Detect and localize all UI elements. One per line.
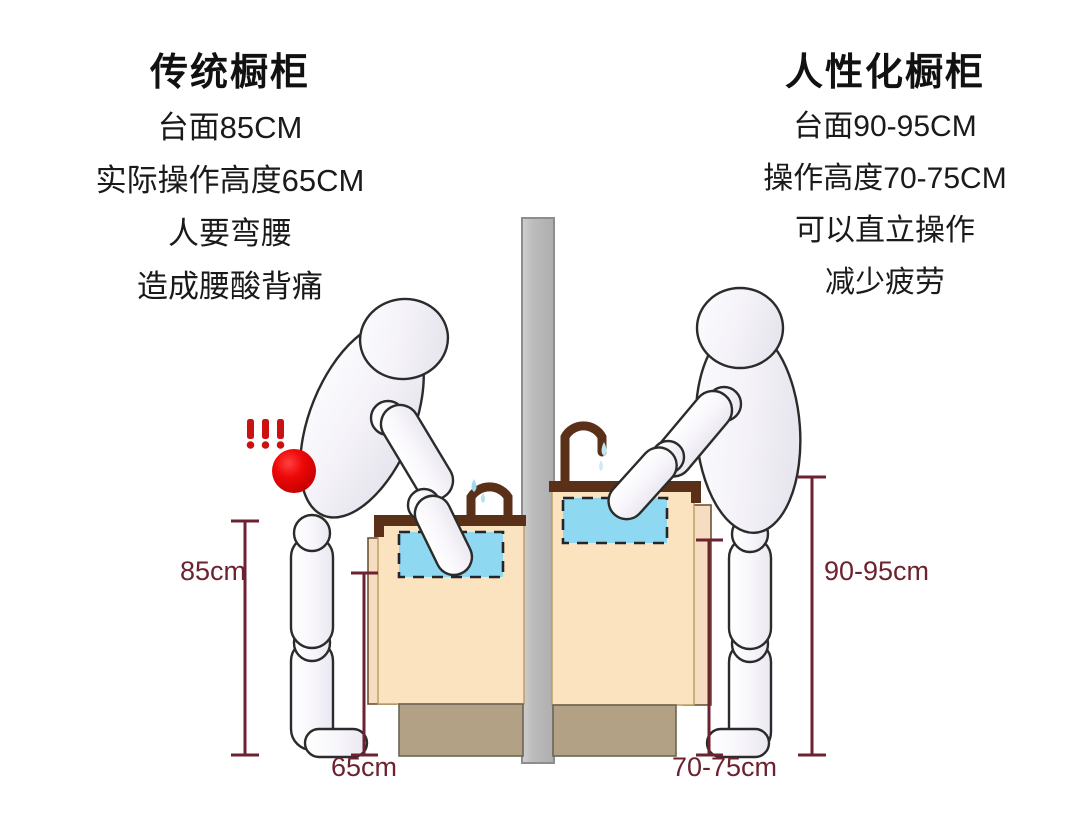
- left-figure-head: [358, 297, 450, 381]
- right-countertop-lip: [691, 481, 701, 503]
- left-figure-mannequin: [272, 297, 474, 759]
- dimension-label-right-working: 70-75cm: [672, 752, 778, 782]
- left-panel-text: 传统橱柜 台面85CM 实际操作高度65CM 人要弯腰 造成腰酸背痛: [20, 50, 440, 324]
- right-figure-thigh: [727, 535, 773, 651]
- left-panel-line-1: 台面85CM: [157, 109, 303, 145]
- right-panel-line-3: 可以直立操作: [795, 213, 975, 247]
- left-figure-hip-joint: [292, 513, 332, 553]
- right-figure-forearm: [607, 446, 678, 521]
- right-figure-mannequin: [607, 286, 802, 759]
- right-cabinet: [549, 421, 712, 757]
- right-panel-line-2: 操作高度70-75CM: [763, 161, 1007, 195]
- right-faucet: [560, 421, 607, 489]
- right-water-drop-1: [601, 442, 607, 456]
- left-figure-foot: [303, 727, 369, 759]
- left-countertop-lip: [374, 515, 384, 537]
- right-figure-foot: [705, 727, 771, 759]
- dimension-label-left-counter: 85cm: [180, 556, 247, 586]
- right-panel-text: 人性化橱柜 台面90-95CM 操作高度70-75CM 可以直立操作 减少疲劳: [700, 50, 1070, 320]
- pain-exclamation-marks: [246, 419, 285, 449]
- left-faucet: [466, 482, 513, 524]
- left-water-drop-1: [471, 479, 477, 492]
- right-panel-title: 人性化橱柜: [784, 52, 985, 94]
- left-panel-line-4: 造成腰酸背痛: [137, 268, 323, 304]
- right-cabinet-toe-kick: [552, 704, 677, 757]
- left-figure-forearm: [413, 494, 474, 577]
- left-figure-thigh: [289, 534, 335, 650]
- left-figure-upper-arm: [379, 403, 455, 501]
- dimension-lines: [231, 475, 826, 757]
- pain-indicator-dot: [272, 449, 316, 493]
- left-panel-line-2: 实际操作高度65CM: [95, 162, 365, 198]
- right-panel-line-1: 台面90-95CM: [793, 109, 977, 143]
- left-cabinet-toe-kick: [398, 703, 524, 757]
- left-water-drop-2: [481, 493, 485, 503]
- dimension-label-left-working: 65cm: [331, 752, 398, 782]
- right-water-drop-2: [599, 460, 603, 471]
- right-figure-head: [695, 286, 785, 370]
- dimension-label-right-counter: 90-95cm: [824, 556, 930, 586]
- right-panel-line-4: 减少疲劳: [825, 265, 945, 299]
- left-panel-line-3: 人要弯腰: [168, 215, 292, 251]
- left-panel-title: 传统橱柜: [149, 52, 310, 94]
